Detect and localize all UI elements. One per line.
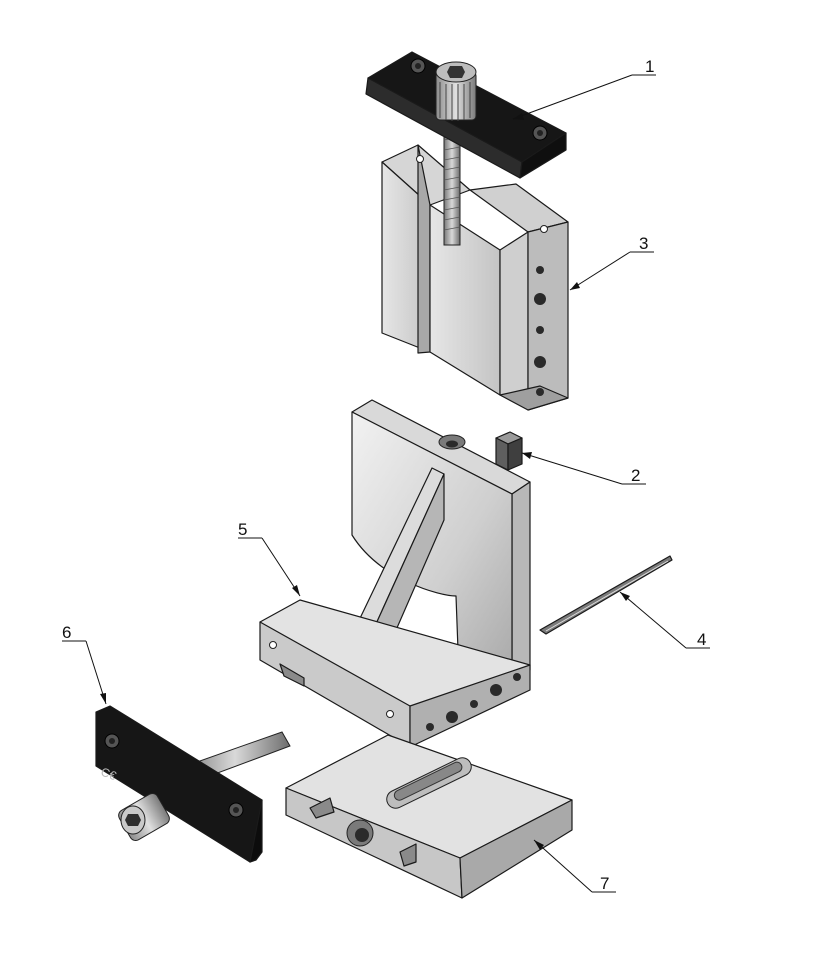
leader-6 bbox=[62, 640, 107, 705]
part-3-slide-block bbox=[381, 144, 569, 411]
leader-2 bbox=[521, 452, 646, 485]
leader-5 bbox=[238, 537, 301, 597]
svg-text:C€: C€ bbox=[99, 765, 119, 784]
part-1-top-clamp bbox=[365, 51, 567, 246]
leader-4 bbox=[619, 591, 710, 649]
callout-label-6: 6 bbox=[62, 623, 71, 642]
side-holes bbox=[534, 266, 546, 396]
callout-label-1: 1 bbox=[645, 57, 654, 76]
callout-label-4: 4 bbox=[697, 630, 706, 649]
leader-3 bbox=[569, 251, 654, 291]
part-6-side-clamp: C€ bbox=[95, 705, 291, 863]
callout-leaders bbox=[62, 74, 710, 893]
callout-label-3: 3 bbox=[639, 234, 648, 253]
part-5-angle-body bbox=[259, 399, 531, 748]
callout-label-2: 2 bbox=[631, 466, 640, 485]
part-4-gib-strip bbox=[539, 555, 673, 635]
leader-7 bbox=[533, 839, 616, 893]
leader-1 bbox=[512, 74, 656, 120]
part-7-base-plate bbox=[285, 734, 573, 899]
callout-label-5: 5 bbox=[238, 520, 247, 539]
side-holes bbox=[426, 673, 521, 731]
callout-labels: 1 3 2 5 4 6 7 bbox=[62, 57, 706, 893]
callout-label-7: 7 bbox=[600, 874, 609, 893]
part-2-key bbox=[495, 431, 523, 471]
